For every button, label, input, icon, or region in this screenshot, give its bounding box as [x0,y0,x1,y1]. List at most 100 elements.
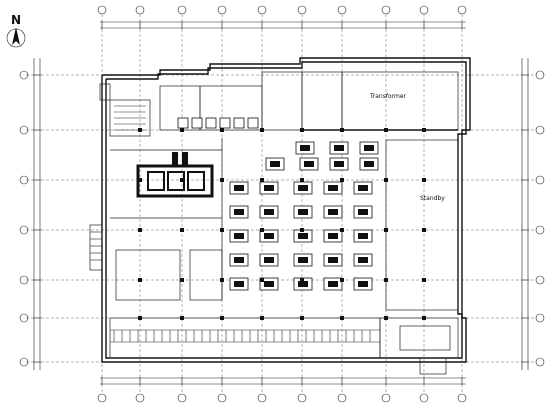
axis-bubble-right [535,357,545,367]
machine-unit [293,181,313,195]
machine-unit [293,253,313,267]
axis-bubble-left [19,313,29,323]
machine-unit [353,229,373,243]
axis-bubble-bottom [257,393,267,403]
column-mark [422,178,426,182]
axis-bubble-top [135,5,145,15]
axis-bubble-top [97,5,107,15]
machine-unit [229,205,249,219]
axis-bubble-left [19,275,29,285]
column-mark [422,128,426,132]
axis-bubble-left [19,225,29,235]
axis-bubble-bottom [337,393,347,403]
north-label: N [11,13,21,27]
machine-unit [259,253,279,267]
structural-columns [138,128,426,320]
room-top-right-1 [301,71,343,131]
machine-unit [359,141,379,155]
machine-unit [353,181,373,195]
top-left-stair-hatch [114,105,146,131]
standby-label: Standby [420,195,445,202]
axis-bubble-right [535,313,545,323]
column-mark [422,228,426,232]
room-transformer [341,71,459,131]
machine-unit [229,253,249,267]
axis-bubble-left [19,125,29,135]
transformer-label: Transformer [369,93,407,100]
column-mark [300,178,304,182]
top-dimension-line [100,21,466,29]
building-outline [101,57,471,363]
machine-unit [295,141,315,155]
axis-bubble-left [19,357,29,367]
room-top-middle [261,71,303,131]
column-mark [138,178,142,182]
left-side-stair-block [89,224,103,271]
column-mark [138,228,142,232]
column-mark [422,278,426,282]
central-press-frame [136,152,214,198]
column-mark [180,228,184,232]
column-mark [300,128,304,132]
axis-bubble-top [177,5,187,15]
column-mark [300,228,304,232]
machine-unit [323,277,343,291]
bottom-corridor-band [109,317,381,359]
axis-bubble-right [535,225,545,235]
right-dimension-line [521,58,529,370]
north-arrow-icon [12,27,20,45]
north-compass: N [6,13,26,48]
column-mark [340,278,344,282]
room-left-hall [115,249,181,301]
axis-bubble-right [535,125,545,135]
axis-bubble-bottom [419,393,429,403]
axis-bubble-right [535,70,545,80]
axis-bubble-top [419,5,429,15]
machine-unit [259,205,279,219]
machine-unit [329,141,349,155]
axis-bubble-bottom [135,393,145,403]
machine-unit [299,157,319,171]
room-bottom-right-inner [399,325,451,351]
room-small-center [189,249,223,301]
machine-unit [353,277,373,291]
column-mark [220,178,224,182]
column-mark [384,228,388,232]
axis-bubble-right [535,275,545,285]
axis-bubble-bottom [177,393,187,403]
column-mark [340,228,344,232]
column-mark [220,228,224,232]
left-stair-hatch [90,231,102,261]
axis-bubble-left [19,70,29,80]
column-mark [180,128,184,132]
left-dimension-line [33,58,41,370]
entrance-bottom-right [419,357,447,375]
machine-unit [293,205,313,219]
machine-unit [323,181,343,195]
bottom-dimension-line [100,377,466,385]
axis-bubble-left [19,175,29,185]
column-mark [138,128,142,132]
column-mark [300,278,304,282]
machine-unit [259,181,279,195]
axis-bubble-top [297,5,307,15]
axis-bubble-bottom [97,393,107,403]
machine-unit [359,157,379,171]
column-mark [384,178,388,182]
axis-bubble-bottom [381,393,391,403]
machine-unit [229,277,249,291]
column-mark [340,128,344,132]
entrance-top-left [99,83,111,101]
machine-unit [293,277,313,291]
column-mark [260,178,264,182]
room-bottom-right [379,317,459,359]
machine-unit [323,229,343,243]
machine-grid [229,141,379,291]
axis-bubble-top [257,5,267,15]
column-mark [260,128,264,132]
machine-unit [353,253,373,267]
standby-hall [385,139,459,311]
column-mark [340,178,344,182]
column-mark [384,128,388,132]
